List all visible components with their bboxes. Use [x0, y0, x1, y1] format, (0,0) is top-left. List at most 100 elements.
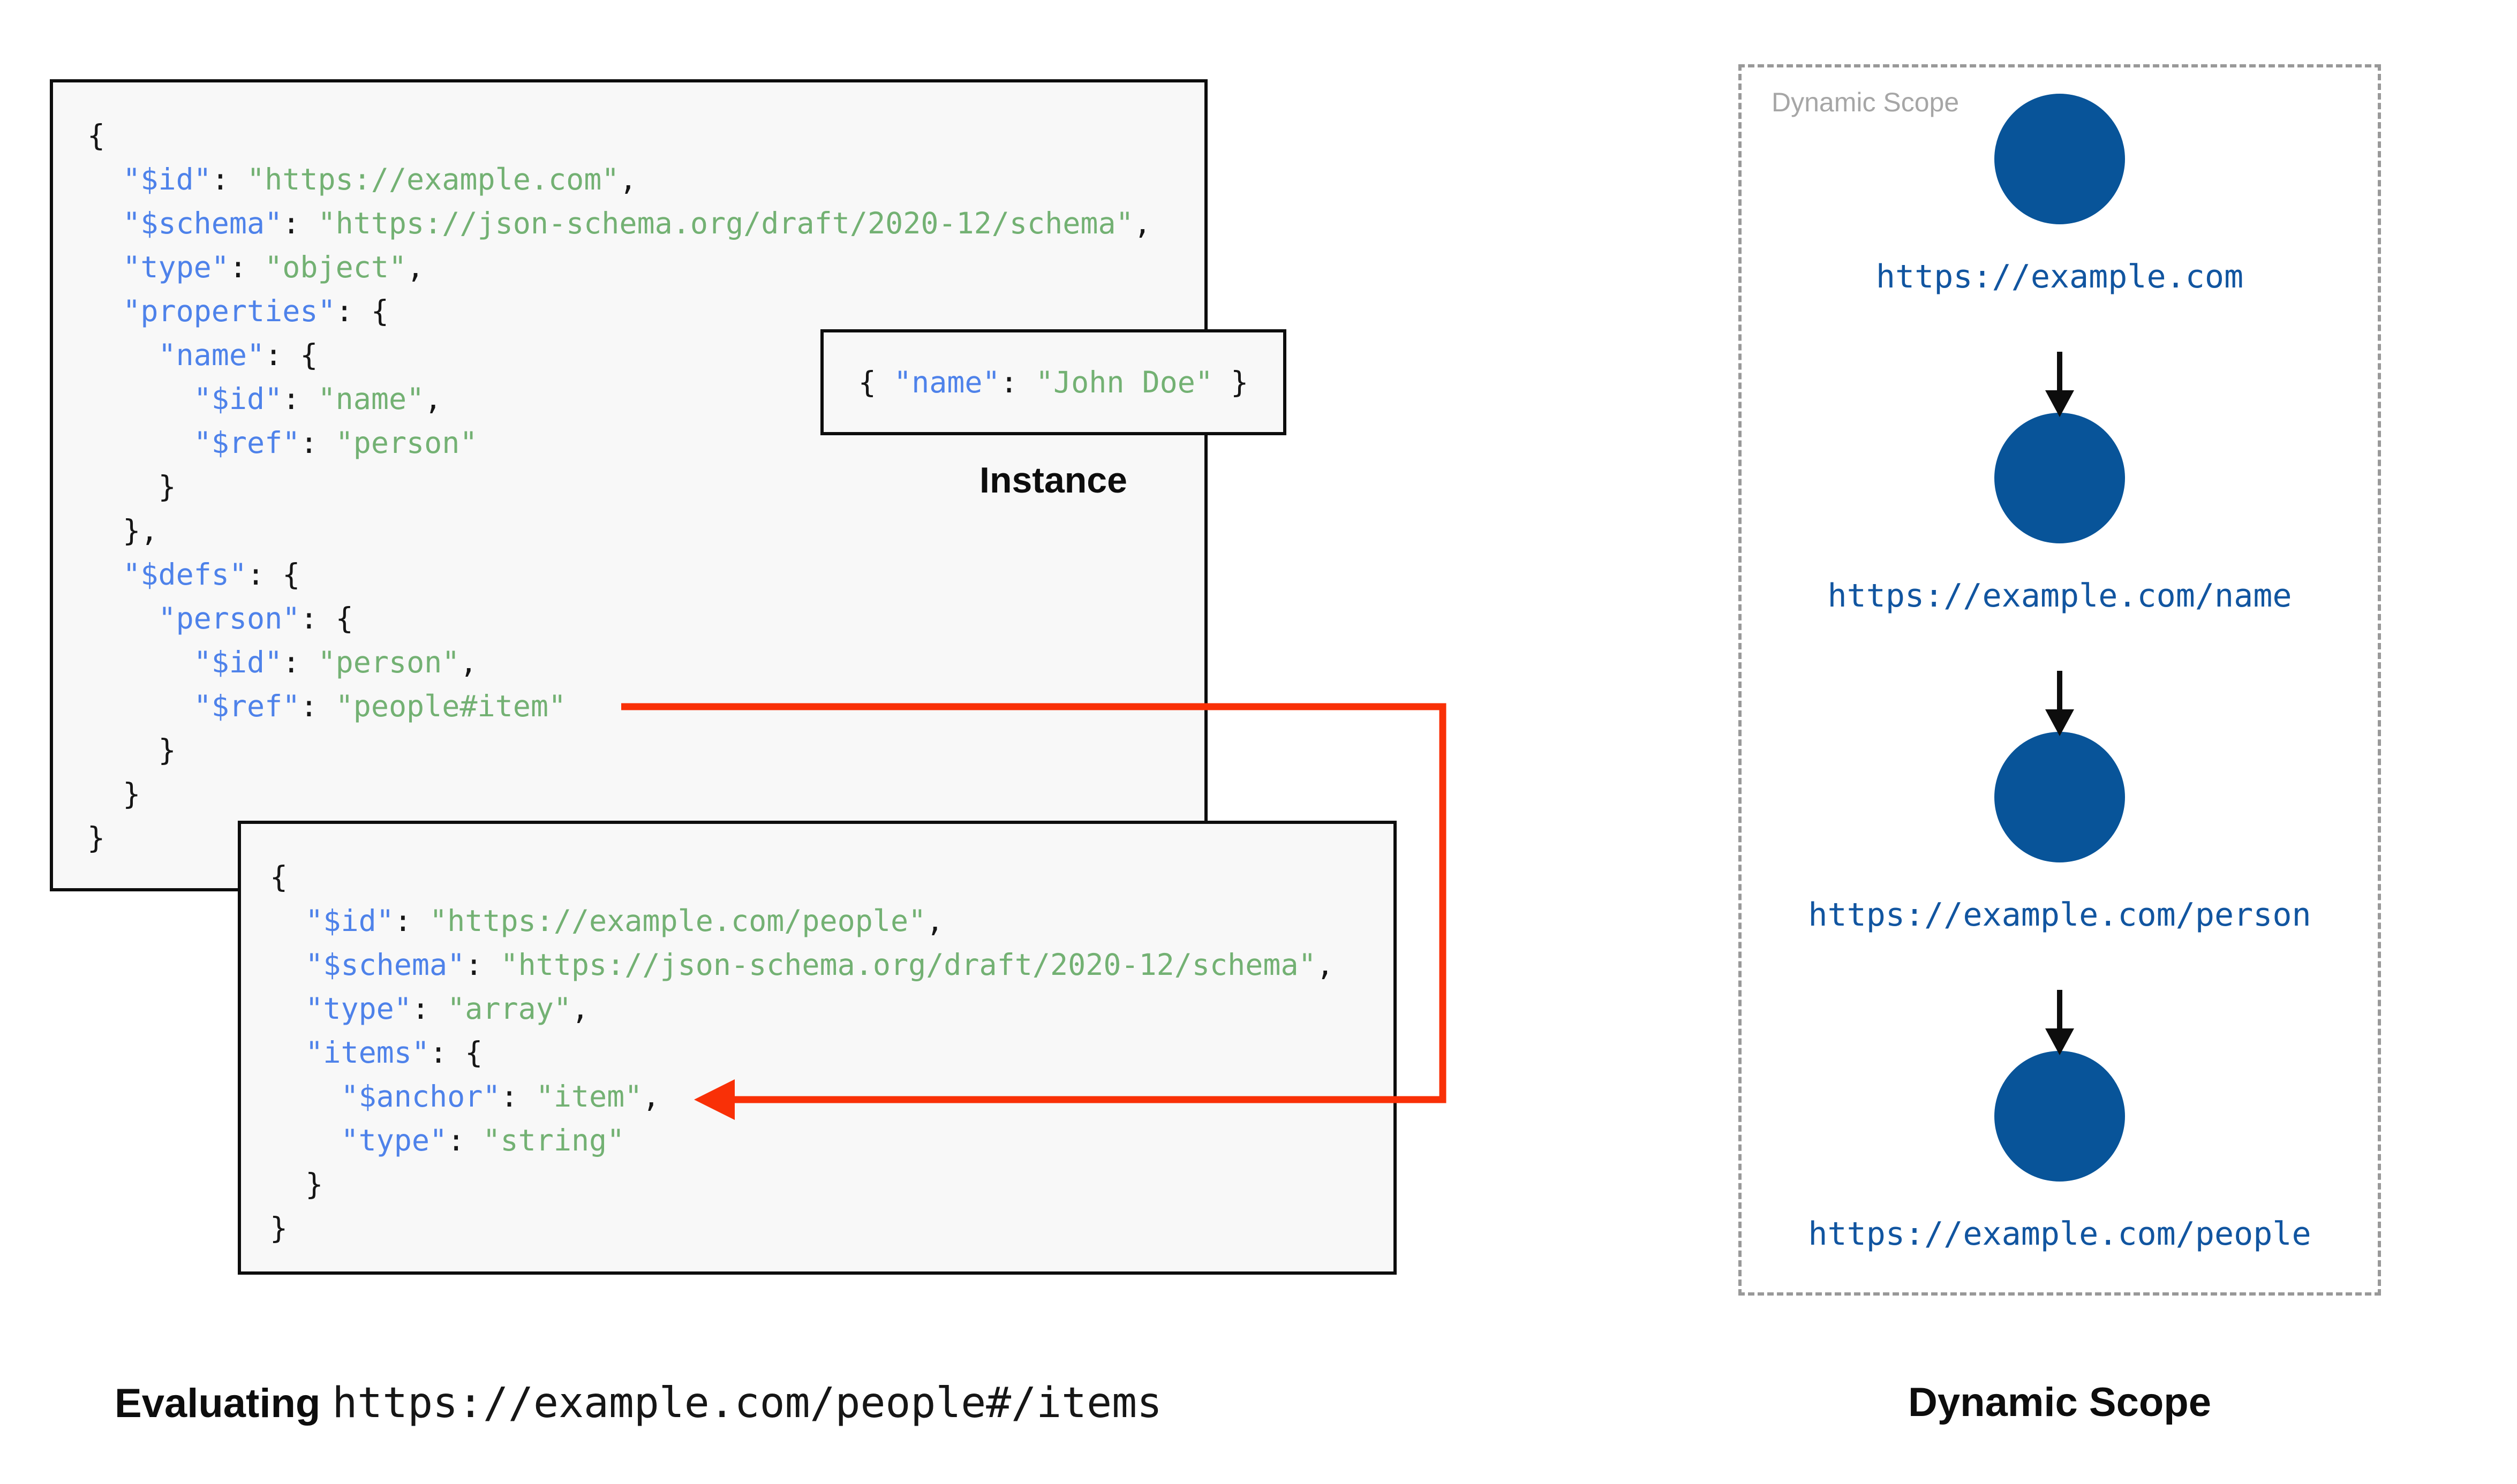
code-token — [87, 601, 158, 635]
code-line: "$defs": { — [87, 552, 1151, 596]
code-line: "person": { — [87, 596, 1151, 640]
code-token — [270, 1123, 341, 1157]
code-token: } — [270, 1211, 288, 1245]
code-token — [87, 426, 194, 460]
instance-label: Instance — [979, 460, 1127, 501]
code-line: } — [87, 728, 1151, 772]
code-line: } — [270, 1162, 1334, 1206]
code-token — [87, 294, 123, 328]
code-token: } — [87, 733, 176, 767]
code-line: "items": { — [270, 1031, 1334, 1074]
code-token: "$defs" — [123, 557, 247, 592]
code-token: : — [1000, 365, 1036, 399]
code-line: "name": { — [87, 333, 1151, 377]
evaluating-caption-bold: Evaluating — [115, 1381, 321, 1426]
code-token — [87, 162, 123, 196]
scope-node-circle — [1994, 732, 2125, 862]
code-token: } — [270, 1167, 323, 1201]
code-token: "item" — [536, 1079, 643, 1114]
code-token: }, — [87, 513, 159, 548]
code-line: "type": "array", — [270, 987, 1334, 1031]
scope-node-url: https://example.com — [1875, 258, 2244, 296]
code-token: , — [1133, 206, 1151, 240]
code-token: "https://example.com" — [247, 162, 620, 196]
code-token: } — [87, 821, 105, 855]
people-schema-box: { "$id": "https://example.com/people", "… — [238, 821, 1397, 1275]
code-token: "name" — [318, 382, 425, 416]
code-line: "$ref": "person" — [87, 421, 1151, 465]
code-token: , — [619, 162, 637, 196]
code-token: "$ref" — [193, 426, 300, 460]
code-token: "object" — [265, 250, 407, 284]
code-token: , — [1316, 948, 1334, 982]
code-token: "https://example.com/people" — [429, 904, 926, 938]
code-line: { — [87, 113, 1151, 157]
scope-node-url: https://example.com/person — [1808, 896, 2311, 934]
code-token: "person" — [318, 645, 460, 679]
code-token: : { — [335, 294, 389, 328]
code-line: } — [87, 816, 1151, 860]
code-token: : — [394, 904, 430, 938]
code-token: : { — [265, 338, 318, 372]
code-token: "$ref" — [193, 689, 300, 723]
code-token: "name" — [158, 338, 265, 372]
scope-node-url: https://example.com/people — [1808, 1215, 2311, 1253]
code-token: , — [424, 382, 442, 416]
code-token: : { — [247, 557, 300, 592]
code-token: : — [300, 426, 336, 460]
code-token: , — [642, 1079, 660, 1114]
code-token: , — [406, 250, 425, 284]
code-token: } — [87, 470, 176, 504]
code-token: : — [282, 645, 318, 679]
code-token: "$id" — [193, 645, 283, 679]
code-line: "type": "string" — [270, 1118, 1334, 1162]
code-token: : { — [300, 601, 353, 635]
code-token: , — [459, 645, 478, 679]
code-line: "$ref": "people#item" — [87, 684, 1151, 728]
code-token: "person" — [335, 426, 478, 460]
code-token: } — [87, 777, 141, 811]
code-token: : — [282, 382, 318, 416]
instance-box: { "name": "John Doe" } — [820, 329, 1286, 435]
code-line: "properties": { — [87, 289, 1151, 333]
code-token: { — [87, 118, 105, 153]
code-token — [87, 382, 194, 416]
code-token: "$schema" — [123, 206, 283, 240]
instance-code: { "name": "John Doe" } — [858, 360, 1249, 404]
code-token: { — [858, 365, 894, 399]
code-token: "name" — [893, 365, 1000, 399]
code-token: , — [926, 904, 944, 938]
code-token: "$id" — [123, 162, 212, 196]
code-token: : — [300, 689, 336, 723]
code-token — [270, 991, 305, 1026]
code-token: "John Doe" — [1035, 365, 1214, 399]
code-token: "https://json-schema.org/draft/2020-12/s… — [318, 206, 1134, 240]
code-token: "array" — [447, 991, 571, 1026]
code-token — [270, 1079, 341, 1114]
code-token — [270, 904, 305, 938]
evaluating-caption-url: https://example.com/people#/items — [332, 1379, 1162, 1427]
code-line: "$schema": "https://json-schema.org/draf… — [87, 201, 1151, 245]
code-token: "type" — [305, 991, 412, 1026]
code-token: "items" — [305, 1035, 430, 1070]
code-token: "$schema" — [305, 948, 465, 982]
code-token: : — [229, 250, 265, 284]
code-line: } — [87, 772, 1151, 816]
dynamic-scope-panel: Dynamic Scope — [1738, 64, 2381, 1296]
code-token: "$anchor" — [341, 1079, 501, 1114]
dynamic-scope-watermark: Dynamic Scope — [1772, 87, 1960, 117]
code-line: }, — [87, 509, 1151, 552]
code-token: , — [571, 991, 590, 1026]
code-line: "$id": "person", — [87, 640, 1151, 684]
scope-node-circle — [1994, 94, 2125, 224]
code-line: "$id": "https://example.com", — [87, 157, 1151, 201]
schema-code: { "$id": "https://example.com", "$schema… — [87, 113, 1151, 860]
code-line: "$anchor": "item", — [270, 1074, 1334, 1118]
code-token: : — [465, 948, 501, 982]
code-token: : { — [429, 1035, 483, 1070]
code-token: "https://json-schema.org/draft/2020-12/s… — [500, 948, 1316, 982]
code-line: "$id": "https://example.com/people", — [270, 899, 1334, 943]
code-token: "$id" — [193, 382, 283, 416]
scope-node-url: https://example.com/name — [1827, 577, 2292, 615]
